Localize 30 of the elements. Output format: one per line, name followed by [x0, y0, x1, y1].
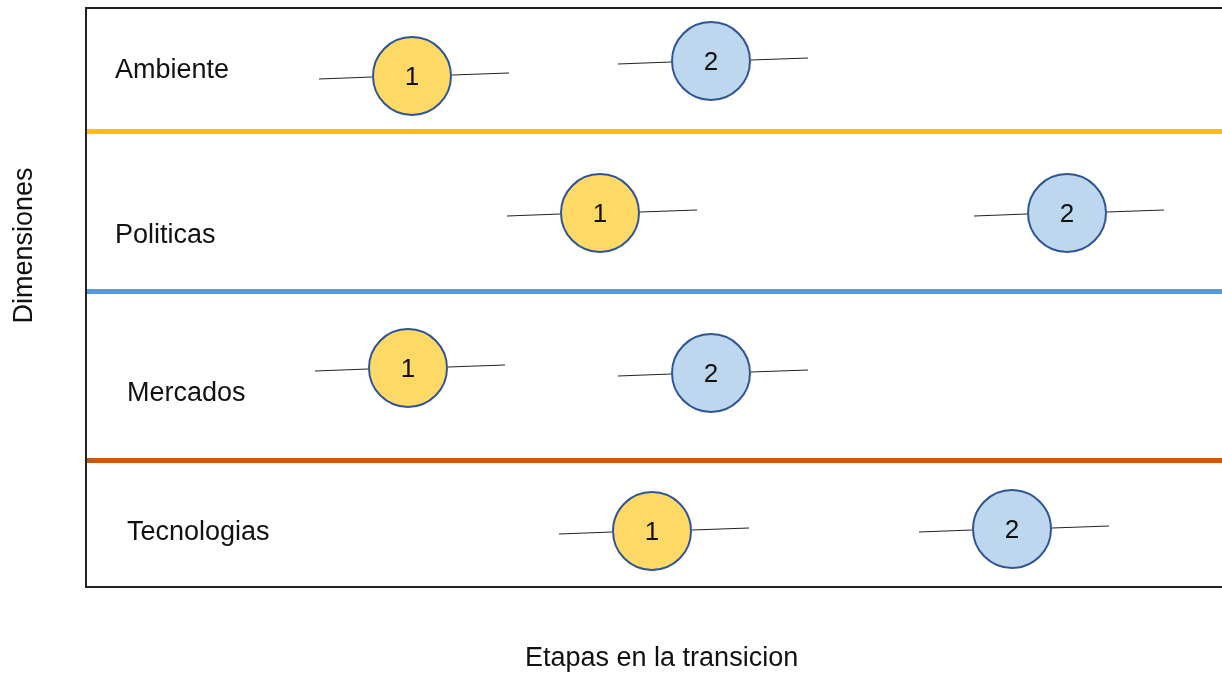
lane-label: Politicas [115, 219, 216, 250]
lane-label: Mercados [127, 377, 246, 408]
line-stub [617, 61, 672, 65]
stage-circle: 1 [560, 173, 640, 253]
stage-circle: 2 [671, 333, 751, 413]
line-stub [318, 76, 373, 80]
line-stub [506, 213, 561, 217]
line-stub [447, 364, 506, 368]
line-stub [750, 369, 809, 373]
line-stub [451, 72, 510, 76]
stage-circle: 1 [368, 328, 448, 408]
line-stub [314, 368, 369, 372]
line-stub [750, 57, 809, 61]
line-stub [617, 373, 672, 377]
line-stub [558, 531, 613, 535]
line-stub [639, 209, 698, 213]
lane-label: Ambiente [115, 54, 230, 85]
stage-circle: 1 [372, 36, 452, 116]
stage-circle: 1 [612, 491, 692, 571]
stage-circle: 2 [671, 21, 751, 101]
stage-circle: 2 [1027, 173, 1107, 253]
line-stub [1106, 209, 1165, 213]
lane-label: Tecnologias [127, 516, 270, 547]
line-stub [691, 527, 750, 531]
line-stub [918, 529, 973, 533]
axis-label: Etapas en la transicion [525, 642, 799, 673]
stage-circle: 2 [972, 489, 1052, 569]
line-stub [973, 213, 1028, 217]
line-stub [1051, 525, 1110, 529]
axis-label: Dimensiones [7, 167, 39, 324]
